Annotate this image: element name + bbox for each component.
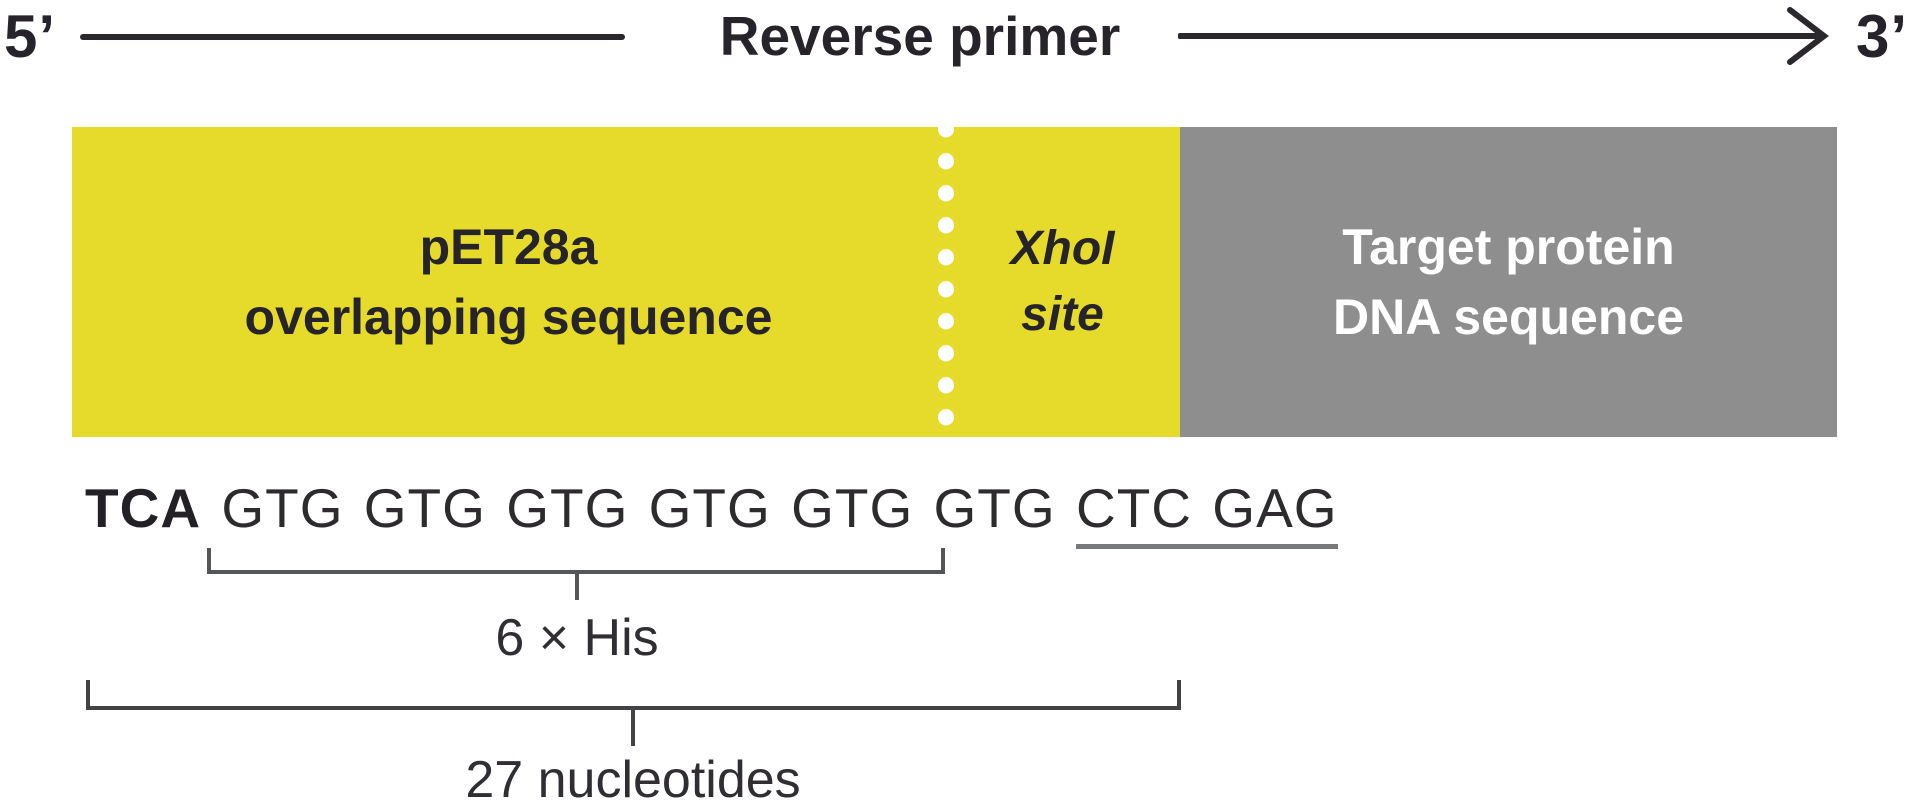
pet28a-zone: pET28a overlapping sequence bbox=[72, 127, 945, 437]
pet28a-line2: overlapping sequence bbox=[244, 289, 773, 345]
dotted-divider-icon bbox=[938, 127, 954, 437]
pet28a-line1: pET28a bbox=[419, 219, 598, 275]
target-label: Target protein DNA sequence bbox=[1333, 212, 1684, 352]
his-tag-codons: GTG GTG GTG GTG GTG GTG bbox=[221, 477, 1056, 539]
total-length-bracket-tick bbox=[631, 708, 635, 746]
xhoi-line2: site bbox=[1021, 288, 1104, 341]
primer-sequence: TCA GTG GTG GTG GTG GTG GTG CTC GAG bbox=[85, 476, 1338, 549]
target-line2: DNA sequence bbox=[1332, 289, 1685, 345]
xhoi-line1: XhoI bbox=[1010, 222, 1115, 275]
three-prime-label: 3’ bbox=[1856, 3, 1909, 70]
arrow-right-icon bbox=[1178, 7, 1829, 65]
five-prime-label: 5’ bbox=[4, 3, 57, 70]
xhoi-site-codons: CTC GAG bbox=[1075, 477, 1338, 549]
target-line1: Target protein bbox=[1342, 219, 1675, 275]
xhoi-zone: XhoI site bbox=[945, 127, 1180, 437]
stop-codon-complement: TCA bbox=[85, 477, 202, 539]
pet28a-label: pET28a overlapping sequence bbox=[245, 212, 773, 352]
strand-title: Reverse primer bbox=[719, 5, 1121, 67]
xhoi-label: XhoI site bbox=[1011, 216, 1115, 348]
his-bracket-label: 6 × His bbox=[495, 609, 659, 667]
his-bracket-tick bbox=[575, 572, 579, 600]
target-protein-segment: Target protein DNA sequence bbox=[1180, 127, 1837, 437]
his-bracket bbox=[207, 548, 945, 574]
primer-bar: pET28a overlapping sequence XhoI site Ta… bbox=[72, 127, 1837, 437]
strand-line-left bbox=[80, 34, 625, 40]
total-length-bracket bbox=[86, 680, 1181, 710]
total-length-label: 27 nucleotides bbox=[465, 751, 801, 809]
vector-overlap-segment: pET28a overlapping sequence XhoI site bbox=[72, 127, 1180, 437]
